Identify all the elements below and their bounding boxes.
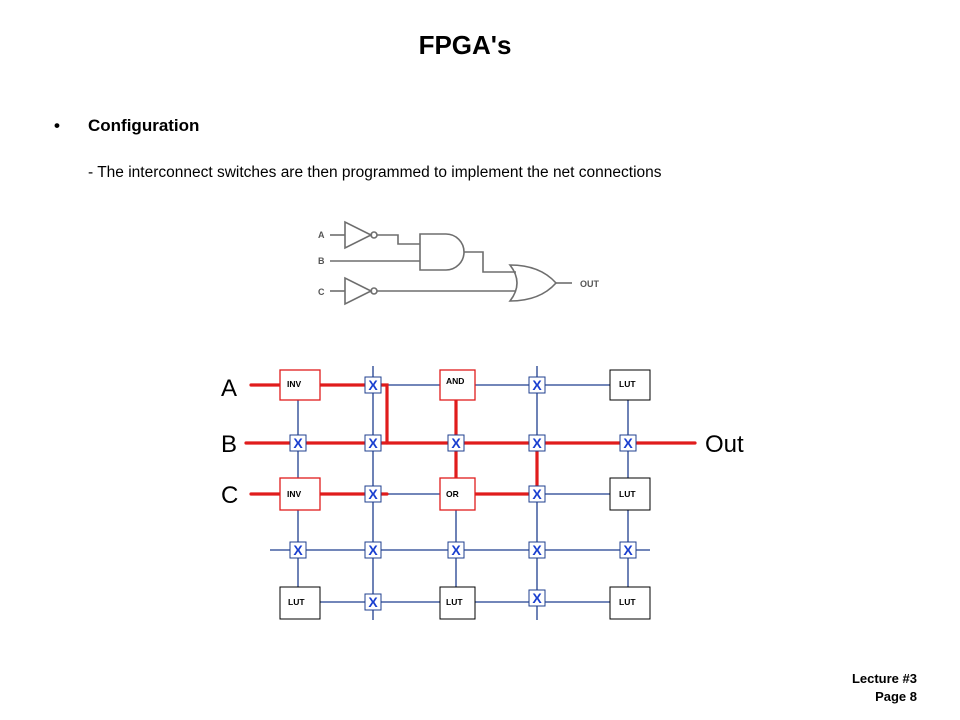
switch-symbol: X [368, 377, 378, 393]
schematic-input-c-label: C [318, 287, 325, 297]
switch-symbol: X [293, 542, 303, 558]
bullet-dot: • [54, 116, 60, 135]
inverter-c-gate [344, 276, 373, 306]
block-lut-4 [439, 586, 476, 620]
interconnect-switches: X X X X X X X X X X X X X X X X [289, 376, 637, 611]
bullet-item: • Configuration [54, 116, 199, 136]
or-gate [508, 264, 558, 302]
wire-and-to-or [464, 251, 516, 273]
switch-box-frame [528, 541, 546, 559]
bullet-label: Configuration [88, 116, 200, 135]
block-inv-1 [279, 369, 321, 401]
and-gate [419, 233, 465, 271]
slide-title: FPGA's [418, 30, 512, 60]
switch-symbol: X [532, 590, 542, 606]
schematic-input-a-label: A [318, 230, 325, 240]
net-inv-a-to-b-track [318, 383, 389, 445]
switch-box: X [528, 485, 546, 503]
slide-footer: Lecture #3 Page 8 [852, 670, 917, 706]
block-lut-5 [609, 586, 651, 620]
block-lut-1 [609, 369, 651, 401]
fabric-label-a: A [221, 375, 237, 402]
switch-box: X [289, 541, 307, 559]
switch-box-frame [619, 434, 637, 452]
block-label-lut-2: LUT [619, 489, 636, 499]
block-label-lut-4: LUT [446, 597, 463, 607]
fpga-fabric: A B C Out INV AND LUT INV OR LUT LUT LUT… [221, 366, 744, 620]
switch-symbol: X [532, 435, 542, 451]
switch-symbol: X [368, 542, 378, 558]
switch-box-frame [364, 485, 382, 503]
wire-inv-a-to-and [377, 234, 420, 245]
switch-box-frame [528, 434, 546, 452]
switch-box: X [447, 434, 465, 452]
logic-schematic: A B C OUT [318, 220, 600, 306]
switch-box: X [364, 376, 382, 394]
switch-symbol: X [368, 435, 378, 451]
fabric-label-b: B [221, 431, 237, 458]
switch-box-frame [447, 541, 465, 559]
switch-box-frame [447, 434, 465, 452]
switch-box: X [528, 376, 546, 394]
block-label-or: OR [446, 489, 459, 499]
switch-box: X [289, 434, 307, 452]
switch-box: X [619, 541, 637, 559]
sub-bullet-text: - The interconnect switches are then pro… [88, 164, 662, 181]
switch-box: X [447, 541, 465, 559]
switch-box: X [619, 434, 637, 452]
switch-symbol: X [532, 542, 542, 558]
schematic-output-label: OUT [580, 279, 600, 289]
switch-symbol: X [451, 435, 461, 451]
switch-box-frame [364, 434, 382, 452]
switch-box-frame [289, 541, 307, 559]
switch-box: X [364, 485, 382, 503]
switch-box: X [364, 434, 382, 452]
switch-symbol: X [623, 435, 633, 451]
switch-box-frame [364, 593, 382, 611]
switch-symbol: X [368, 486, 378, 502]
block-lut-3 [279, 586, 321, 620]
block-or [439, 477, 476, 511]
fabric-label-out: Out [705, 431, 744, 458]
footer-lecture: Lecture #3 [851, 671, 917, 686]
switch-symbol: X [623, 542, 633, 558]
switch-box-frame [364, 376, 382, 394]
switch-box-frame [289, 434, 307, 452]
block-and [439, 369, 476, 401]
switch-box: X [528, 541, 546, 559]
logic-blocks: INV AND LUT INV OR LUT LUT LUT LUT [279, 369, 651, 620]
block-lut-2 [609, 477, 651, 511]
switch-box-frame [528, 376, 546, 394]
net-or-to-out [473, 441, 539, 496]
switch-box: X [528, 434, 546, 452]
switch-box-frame [619, 541, 637, 559]
block-label-inv-2: INV [287, 489, 302, 499]
block-label-lut-1: LUT [619, 379, 636, 389]
switch-symbol: X [532, 377, 542, 393]
switch-box-frame [528, 589, 546, 607]
block-label-lut-3: LUT [288, 597, 305, 607]
inverter-a-gate [344, 220, 373, 250]
block-label-and: AND [446, 376, 464, 386]
block-label-inv-1: INV [287, 379, 302, 389]
fabric-label-c: C [221, 482, 238, 509]
block-inv-2 [279, 477, 321, 511]
switch-box: X [364, 541, 382, 559]
switch-box: X [528, 589, 546, 607]
switch-symbol: X [293, 435, 303, 451]
switch-box-frame [528, 485, 546, 503]
footer-page: Page 8 [875, 689, 917, 704]
switch-symbol: X [451, 542, 461, 558]
block-label-lut-5: LUT [619, 597, 636, 607]
switch-box-frame [364, 541, 382, 559]
switch-symbol: X [532, 486, 542, 502]
schematic-input-b-label: B [318, 256, 325, 266]
switch-symbol: X [368, 594, 378, 610]
switch-box: X [364, 593, 382, 611]
